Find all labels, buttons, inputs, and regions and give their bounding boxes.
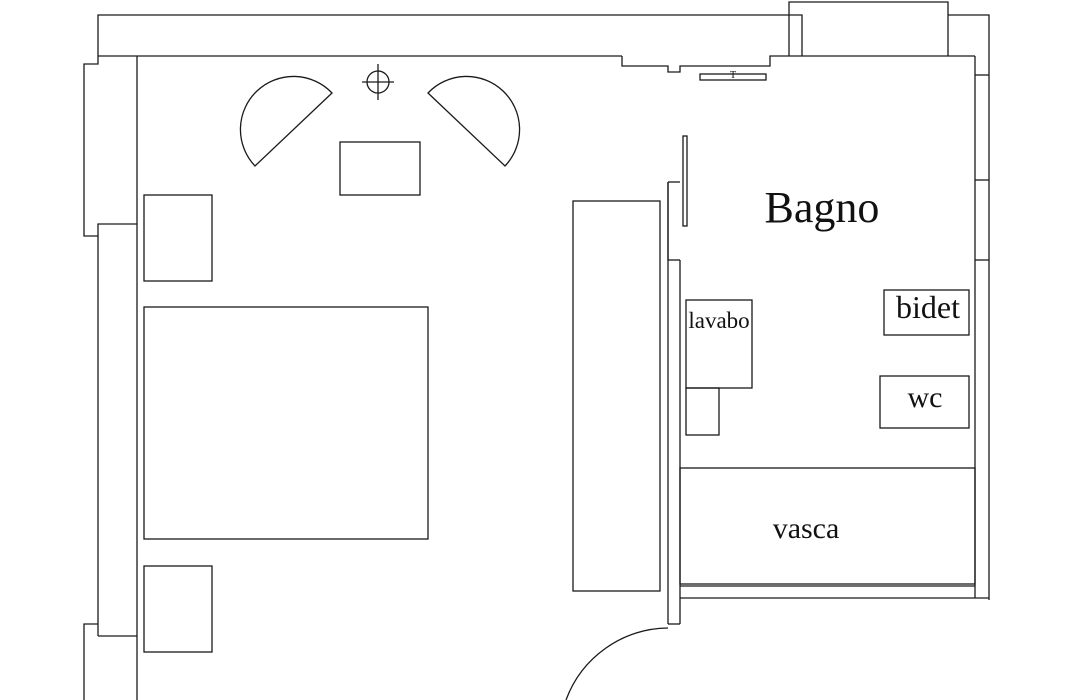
lavabo-stool (685, 387, 720, 436)
outer-walls (83, 1, 990, 700)
bidet-label: bidet (896, 289, 960, 325)
ceiling-light-icon (362, 64, 394, 100)
wall-recess (621, 55, 975, 73)
wall-fixture-label: T (730, 70, 736, 81)
armchair-right (427, 75, 521, 167)
bidet-fixture (883, 289, 970, 336)
lavabo-label: lavabo (688, 308, 749, 333)
wall-fixture-bar (699, 73, 767, 81)
bathroom-title: Bagno (765, 183, 880, 232)
top-right-block (788, 1, 949, 56)
room-door-swing (565, 627, 669, 700)
wc-fixture (879, 375, 970, 429)
wardrobe (572, 200, 661, 592)
wall-fixture-mark: T (699, 70, 767, 81)
double-bed (143, 306, 429, 540)
left-window-top (83, 56, 137, 237)
nightstand-bottom (143, 565, 213, 653)
vasca-label: vasca (773, 512, 840, 545)
left-window-bottom (83, 623, 98, 700)
top-right-corner (948, 14, 990, 75)
top-wall-outer (97, 14, 803, 56)
nightstand-top (143, 194, 213, 282)
bathtub (679, 467, 976, 585)
armchair-left (239, 75, 333, 167)
bathroom-partition (667, 181, 681, 625)
small-table (339, 141, 421, 196)
wc-label: wc (908, 381, 943, 414)
sliding-door-panel (682, 135, 688, 227)
